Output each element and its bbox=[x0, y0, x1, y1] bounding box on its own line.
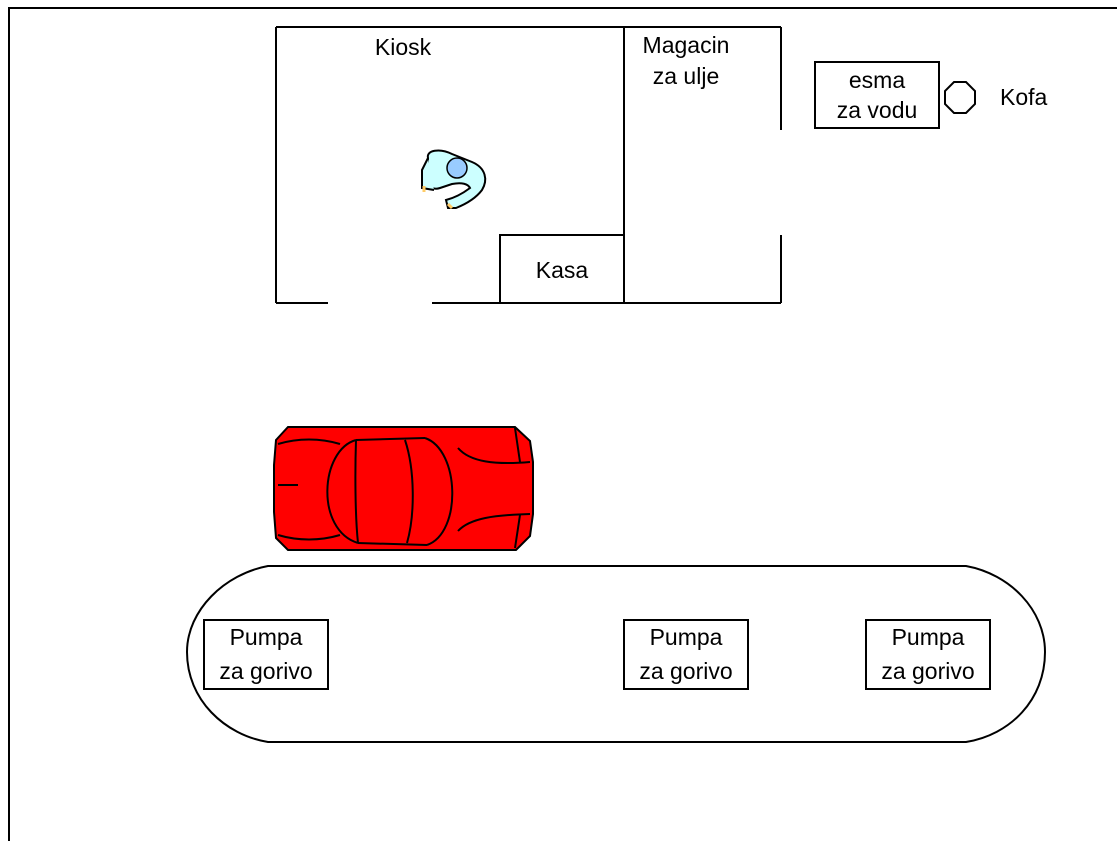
person-top-view-icon bbox=[421, 149, 487, 210]
kiosk-label: Kiosk bbox=[375, 34, 432, 60]
magacin-label-line1: Magacin bbox=[643, 32, 730, 58]
page-frame bbox=[8, 7, 1117, 841]
kasa-counter: Kasa bbox=[499, 234, 625, 304]
pump-label-line1: Pumpa bbox=[650, 624, 723, 650]
fuel-pump-3: Pumpa za gorivo bbox=[865, 619, 991, 690]
pump-label-line1: Pumpa bbox=[892, 624, 965, 650]
pump-label-line2: za gorivo bbox=[639, 658, 732, 684]
esma-label-line1: esma bbox=[849, 67, 905, 93]
fuel-pump-1: Pumpa za gorivo bbox=[203, 619, 329, 690]
kofa-label: Kofa bbox=[1000, 84, 1048, 110]
kasa-label: Kasa bbox=[536, 257, 589, 283]
esma-za-vodu-box: esma za vodu bbox=[814, 61, 940, 129]
octagon-bucket-icon bbox=[944, 81, 976, 114]
pump-label-line1: Pumpa bbox=[230, 624, 303, 650]
pump-label-line2: za gorivo bbox=[881, 658, 974, 684]
car-top-view-icon bbox=[273, 426, 534, 551]
esma-label-line2: za vodu bbox=[837, 97, 918, 123]
pump-label-line2: za gorivo bbox=[219, 658, 312, 684]
pump-island bbox=[185, 565, 1047, 743]
magacin-label-line2: za ulje bbox=[653, 63, 719, 89]
fuel-pump-2: Pumpa za gorivo bbox=[623, 619, 749, 690]
